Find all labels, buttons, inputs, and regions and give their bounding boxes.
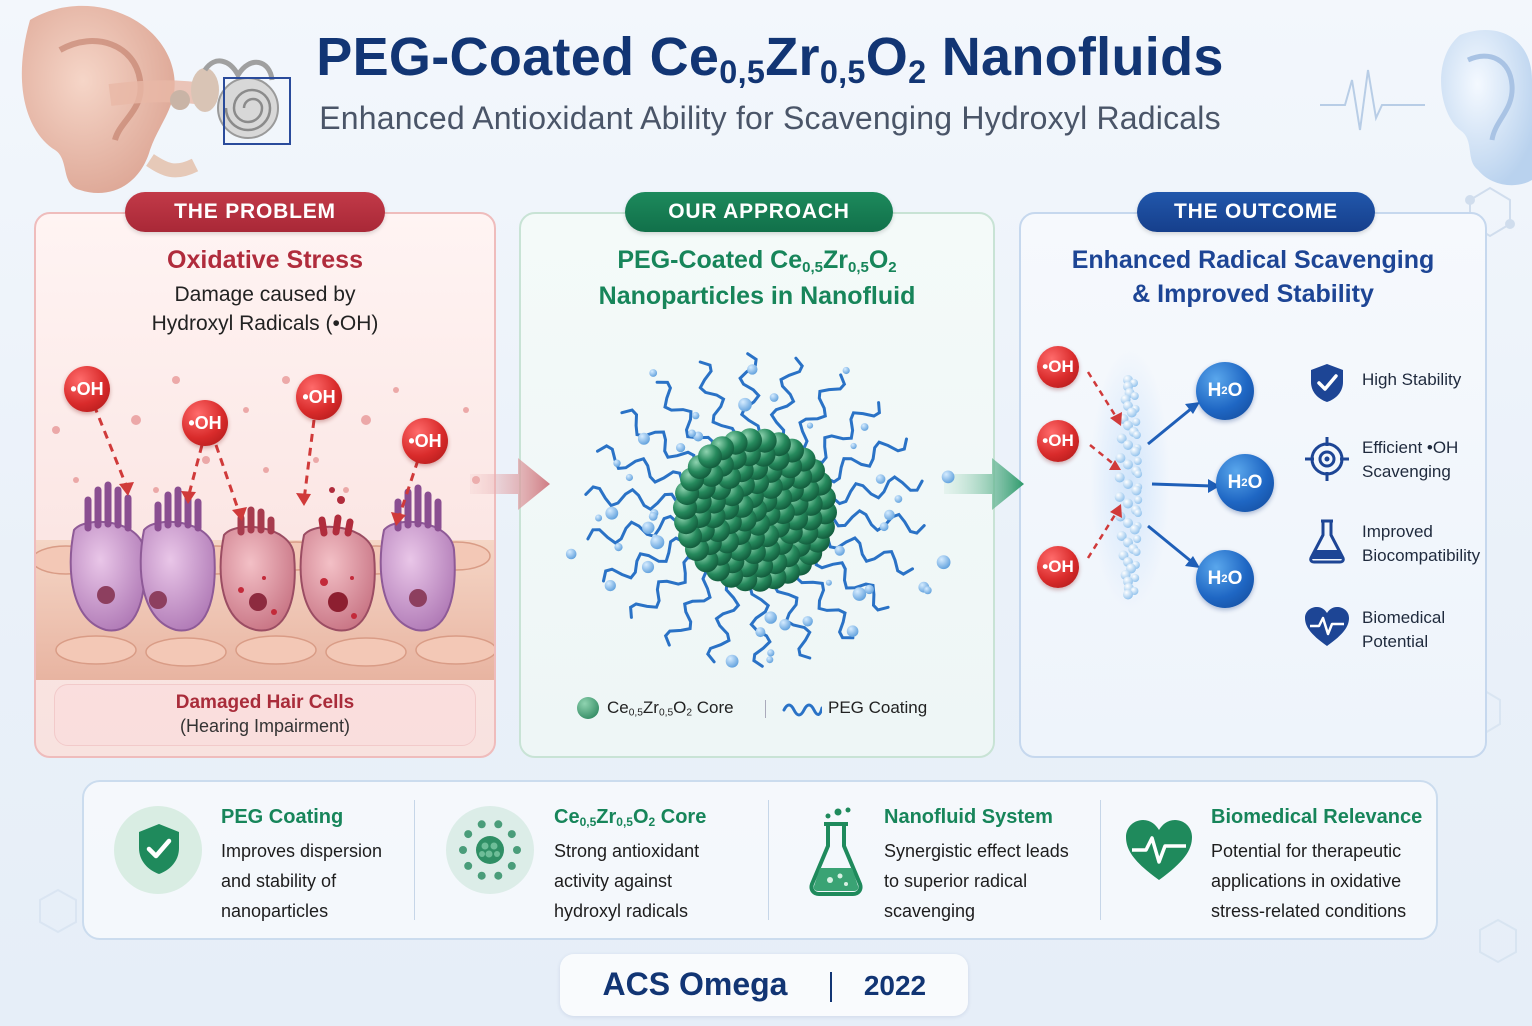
problem-description-line2: Hydroxyl Radicals (•OH) (151, 312, 379, 335)
target-icon (1305, 437, 1349, 481)
hair-cells-caption-title: Damaged Hair Cells (175, 692, 355, 713)
legend-core-label: Ce0,5Zr0,5O2 Core (607, 698, 734, 719)
footer-divider (830, 972, 832, 1002)
ear-anatomy-illustration (21, 5, 291, 194)
approach-badge: OUR APPROACH (625, 192, 893, 232)
legend-peg-label: PEG Coating (828, 698, 928, 717)
flask-icon (1309, 519, 1345, 564)
problem-badge: THE PROBLEM (125, 192, 385, 232)
page-subtitle: Enhanced Antioxidant Ability for Scaveng… (319, 100, 1221, 136)
hydroxyl-radical: •OH (296, 374, 342, 420)
arrow-right-icon (944, 458, 1024, 510)
hair-cell-healthy (379, 484, 456, 632)
hair-cell-healthy (69, 481, 146, 632)
outcome-heading-line1: Enhanced Radical Scavenging (1071, 246, 1435, 274)
bottom-title-peg-coating: PEG Coating (221, 806, 344, 828)
hydroxyl-radical: •OH (402, 418, 448, 464)
approach-heading-line1: PEG-Coated Ce0,5Zr0,5O2 (617, 246, 897, 276)
scavenging-illustration (1086, 350, 1220, 610)
divider (414, 800, 415, 920)
nanoparticle-icon (459, 820, 521, 880)
arrow-right-icon (470, 458, 550, 510)
bottom-title-nanofluid: Nanofluid System (884, 806, 1053, 828)
feature-high-stability: High Stability (1362, 370, 1462, 389)
flask-icon (809, 807, 863, 896)
citation-footer (560, 954, 968, 1016)
hydroxyl-radical: •OH (1037, 346, 1079, 388)
journal-name: ACS Omega (602, 966, 788, 1002)
hydroxyl-radical: •OH (64, 366, 110, 412)
shield-check-icon (1311, 364, 1343, 402)
hydroxyl-radical: •OH (182, 400, 228, 446)
approach-heading-line2: Nanoparticles in Nanofluid (598, 282, 916, 310)
heart-pulse-icon (1126, 820, 1192, 880)
problem-description-line1: Damage caused by (174, 283, 356, 306)
hair-cell-healthy (139, 486, 216, 632)
hair-cells-illustration (36, 376, 494, 680)
heart-pulse-icon (1305, 607, 1349, 646)
shield-check-icon (139, 824, 179, 874)
bottom-title-biomedical: Biomedical Relevance (1211, 806, 1423, 828)
divider (1100, 800, 1101, 920)
divider (768, 800, 769, 920)
bottom-title-core: Ce0,5Zr0,5O2 Core (554, 806, 707, 829)
legend-peg-swatch (782, 703, 822, 717)
hair-cells-caption-subtitle: (Hearing Impairment) (179, 716, 351, 736)
outcome-heading-line2: & Improved Stability (1132, 280, 1374, 308)
page-title: PEG-Coated Ce0,5Zr0,5O2 Nanofluids (316, 27, 1224, 91)
hydroxyl-radical: •OH (1037, 546, 1079, 588)
key-points-bar (82, 780, 1438, 940)
nanoparticle-illustration (565, 352, 955, 668)
publication-year: 2022 (863, 970, 927, 1001)
hair-cell-damaged (219, 506, 296, 632)
legend-core-swatch (577, 697, 599, 719)
problem-heading: Oxidative Stress (167, 246, 363, 274)
hair-cells-caption-box (54, 684, 476, 746)
legend-divider (765, 700, 766, 718)
hair-cell-damaged (299, 487, 376, 632)
ear-outline-illustration (1441, 30, 1532, 186)
hydroxyl-radical: •OH (1037, 420, 1079, 462)
heartbeat-line (1320, 69, 1425, 131)
outcome-badge: THE OUTCOME (1137, 192, 1375, 232)
